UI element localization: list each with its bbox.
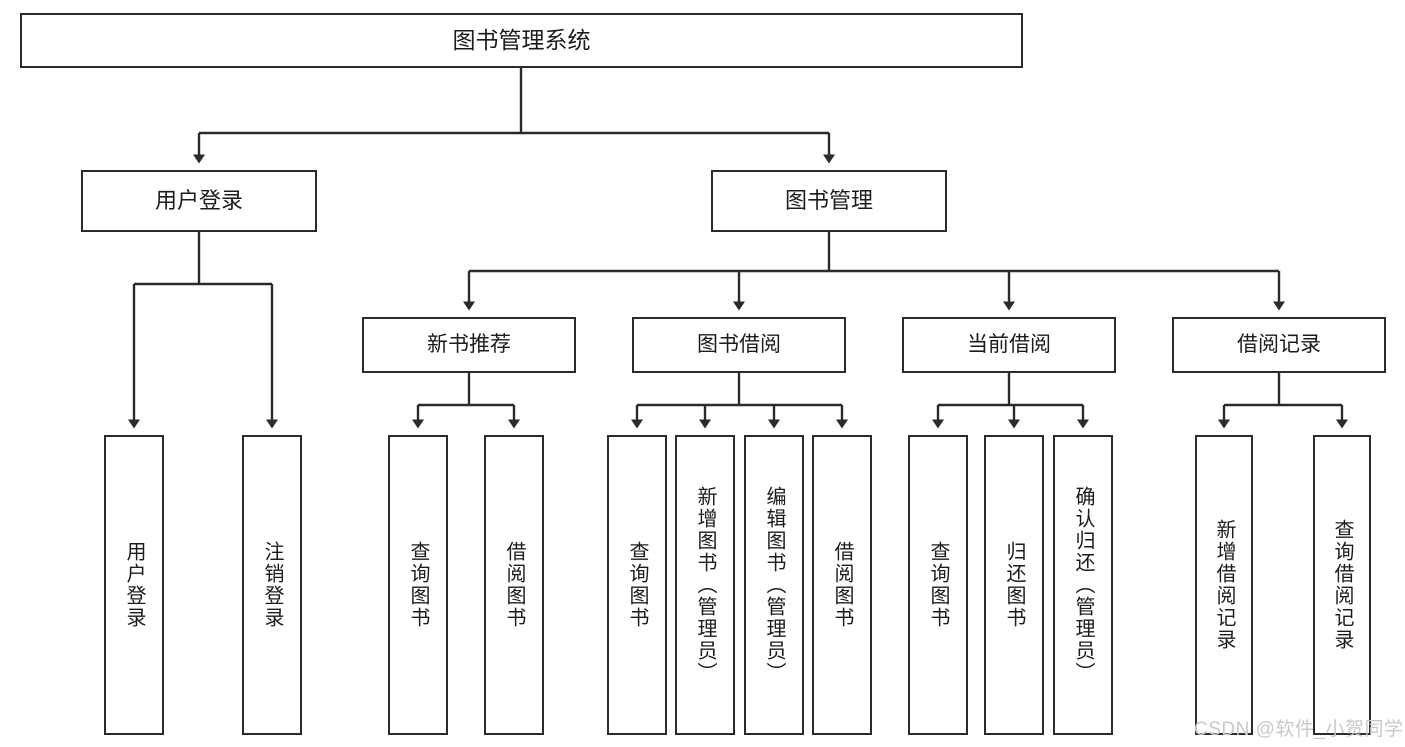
- leaf-edit-book-label: 编辑图书（管理员）: [763, 486, 785, 684]
- node-root-label: 图书管理系统: [452, 27, 591, 54]
- node-new-book-rec-label: 新书推荐: [427, 332, 511, 356]
- node-user-login-label: 用户登录: [154, 188, 243, 214]
- leaf-query-record[interactable]: 查询借阅记录: [1313, 435, 1371, 735]
- leaf-confirm-return-label: 确认归还（管理员）: [1072, 486, 1094, 684]
- node-book-borrow[interactable]: 图书借阅: [632, 317, 846, 373]
- node-book-manage[interactable]: 图书管理: [711, 170, 947, 232]
- leaf-logout-label: 注销登录: [261, 541, 283, 629]
- leaf-borrow-book-2-label: 借阅图书: [831, 541, 853, 629]
- leaf-query-book-2-label: 查询图书: [626, 541, 648, 629]
- leaf-query-book-2[interactable]: 查询图书: [607, 435, 667, 735]
- leaf-add-book-label: 新增图书（管理员）: [694, 486, 716, 684]
- leaf-user-login-label: 用户登录: [123, 541, 145, 629]
- node-borrow-record-label: 借阅记录: [1237, 332, 1321, 356]
- leaf-add-book[interactable]: 新增图书（管理员）: [675, 435, 735, 735]
- node-current-borrow[interactable]: 当前借阅: [902, 317, 1116, 373]
- leaf-user-login[interactable]: 用户登录: [104, 435, 164, 735]
- leaf-return-book[interactable]: 归还图书: [984, 435, 1044, 735]
- leaf-borrow-book-1-label: 借阅图书: [503, 541, 525, 629]
- node-book-manage-label: 图书管理: [784, 188, 873, 214]
- leaf-query-book-3[interactable]: 查询图书: [908, 435, 968, 735]
- node-root[interactable]: 图书管理系统: [20, 13, 1023, 68]
- leaf-borrow-book-1[interactable]: 借阅图书: [484, 435, 544, 735]
- node-borrow-record[interactable]: 借阅记录: [1172, 317, 1386, 373]
- leaf-borrow-book-2[interactable]: 借阅图书: [812, 435, 872, 735]
- leaf-query-book-3-label: 查询图书: [927, 541, 949, 629]
- node-book-borrow-label: 图书借阅: [697, 332, 781, 356]
- leaf-query-record-label: 查询借阅记录: [1331, 519, 1353, 651]
- leaf-query-book-1[interactable]: 查询图书: [388, 435, 448, 735]
- leaf-logout[interactable]: 注销登录: [242, 435, 302, 735]
- node-user-login[interactable]: 用户登录: [81, 170, 317, 232]
- node-new-book-rec[interactable]: 新书推荐: [362, 317, 576, 373]
- leaf-edit-book[interactable]: 编辑图书（管理员）: [744, 435, 804, 735]
- leaf-confirm-return[interactable]: 确认归还（管理员）: [1053, 435, 1113, 735]
- csdn-watermark: CSDN @软件_小贺同学: [1194, 719, 1404, 740]
- leaf-return-book-label: 归还图书: [1003, 541, 1025, 629]
- leaf-query-book-1-label: 查询图书: [407, 541, 429, 629]
- leaf-add-record[interactable]: 新增借阅记录: [1195, 435, 1253, 735]
- leaf-add-record-label: 新增借阅记录: [1213, 519, 1235, 651]
- node-current-borrow-label: 当前借阅: [967, 332, 1051, 356]
